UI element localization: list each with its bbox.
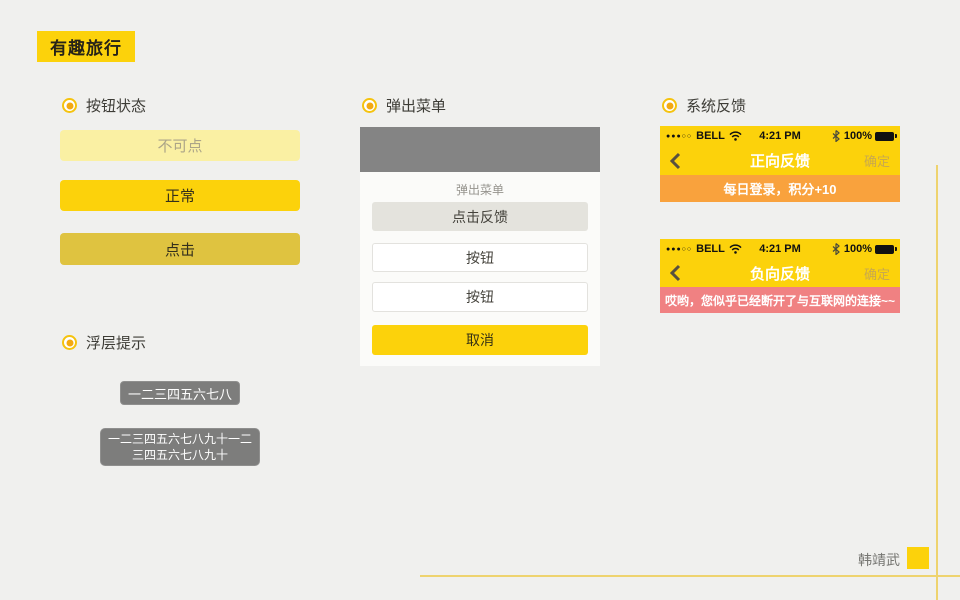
radio-bullet-icon [362, 98, 377, 113]
negative-feedback-banner: 哎哟，您似乎已经断开了与互联网的连接~~ [660, 287, 900, 313]
radio-bullet-icon [62, 98, 77, 113]
status-time: 4:21 PM [759, 130, 801, 142]
nav-title: 正向反馈 [749, 153, 810, 170]
app-title-badge: 有趣旅行 [37, 31, 135, 62]
toast-text-line1: 一二三四五六七八九十一二 [107, 432, 252, 446]
author-name: 韩靖武 [858, 552, 900, 568]
pressed-button[interactable]: 点击 [60, 233, 300, 265]
phone-mockup-negative: ●●●○○ BELL 4:21 PM 100% 负向反馈 [660, 239, 900, 313]
toast-text-line2: 三四五六七八九十 [131, 448, 228, 462]
section-title: 浮层提示 [86, 335, 147, 352]
wifi-icon [729, 131, 742, 141]
radio-bullet-icon [62, 335, 77, 350]
toast-short: 一二三四五六七八 [120, 381, 240, 405]
section-header-toasts: 浮层提示 [62, 334, 147, 352]
back-chevron-icon[interactable] [670, 264, 681, 282]
menu-button-2[interactable]: 按钮 [372, 282, 588, 312]
confirm-button[interactable]: 确定 [863, 266, 890, 282]
status-bar: ●●●○○ BELL 4:21 PM 100% [660, 126, 900, 146]
back-chevron-icon[interactable] [670, 152, 681, 170]
signal-dots-icon: ●●●○○ [666, 132, 693, 140]
toast-long: 一二三四五六七八九十一二 三四五六七八九十 [100, 428, 260, 466]
battery-percent: 100% [843, 130, 873, 142]
toast-text: 一二三四五六七八 [127, 386, 232, 402]
carrier-label: BELL [696, 243, 725, 255]
section-title: 弹出菜单 [386, 98, 447, 115]
footer-horizontal-line [420, 575, 960, 577]
carrier-label: BELL [696, 130, 725, 142]
phone-mockup-positive: ●●●○○ BELL 4:21 PM 100% 正向反馈 [660, 126, 900, 202]
section-header-button-states: 按钮状态 [62, 97, 147, 115]
dimmed-content-block [360, 127, 600, 172]
bluetooth-icon [832, 243, 840, 255]
status-bar-right: 100% [801, 130, 898, 142]
popup-menu-panel: 弹出菜单 点击反馈 按钮 按钮 取消 [360, 127, 600, 366]
battery-icon [875, 244, 898, 254]
status-time: 4:21 PM [759, 243, 801, 255]
status-bar-left: ●●●○○ BELL [666, 130, 759, 142]
footer-vertical-line [936, 165, 938, 600]
author-accent-square [907, 547, 929, 569]
positive-feedback-banner: 每日登录，积分+10 [660, 175, 900, 202]
cancel-button[interactable]: 取消 [372, 325, 588, 355]
battery-percent: 100% [843, 243, 873, 255]
nav-title: 负向反馈 [749, 265, 810, 283]
section-title: 按钮状态 [86, 98, 147, 115]
normal-button[interactable]: 正常 [60, 180, 300, 211]
menu-button-1[interactable]: 按钮 [372, 243, 588, 272]
feedback-button[interactable]: 点击反馈 [372, 202, 588, 231]
status-bar: ●●●○○ BELL 4:21 PM 100% [660, 239, 900, 259]
section-title: 系统反馈 [686, 98, 747, 115]
popup-sheet-label: 弹出菜单 [455, 183, 504, 197]
section-header-system-feedback: 系统反馈 [662, 97, 747, 115]
status-bar-left: ●●●○○ BELL [666, 243, 759, 255]
wifi-icon [729, 244, 742, 254]
nav-bar: 正向反馈 确定 [660, 146, 900, 175]
confirm-button[interactable]: 确定 [863, 154, 890, 169]
battery-icon [875, 131, 898, 141]
signal-dots-icon: ●●●○○ [666, 245, 693, 253]
disabled-button: 不可点 [60, 130, 300, 161]
status-bar-right: 100% [801, 243, 898, 255]
radio-bullet-icon [662, 98, 677, 113]
nav-bar: 负向反馈 确定 [660, 259, 900, 287]
bluetooth-icon [832, 130, 840, 142]
section-header-popup-menu: 弹出菜单 [362, 97, 447, 115]
